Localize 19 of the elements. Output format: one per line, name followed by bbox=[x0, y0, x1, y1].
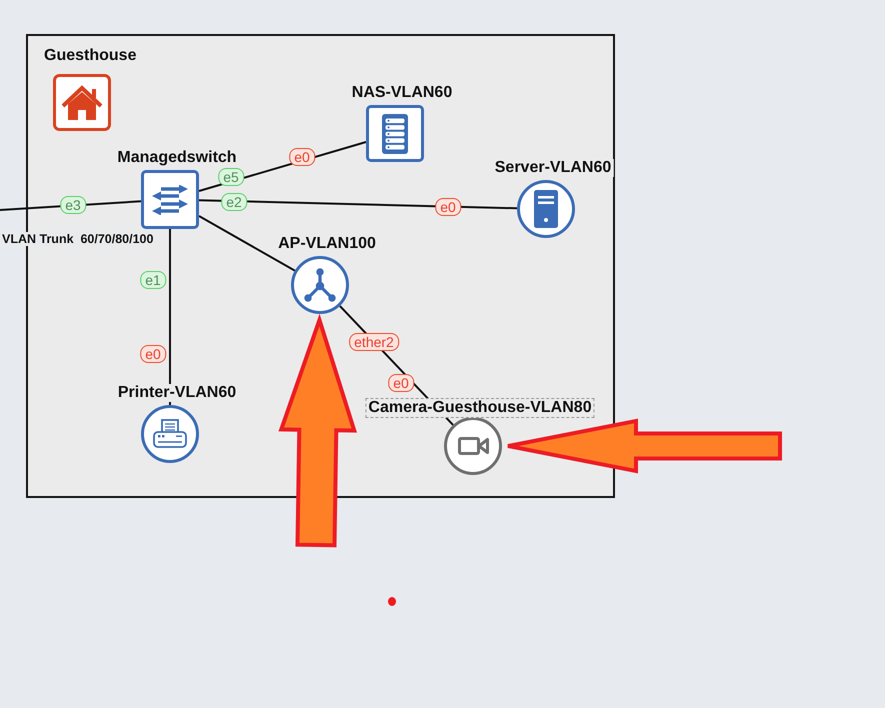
port-tag: e0 bbox=[289, 148, 315, 166]
block-arrow bbox=[278, 314, 357, 548]
device-label: Server-VLAN60 bbox=[492, 159, 614, 177]
edge-label: VLAN Trunk 60/70/80/100 bbox=[2, 232, 154, 246]
port-tag: e2 bbox=[221, 193, 247, 211]
port-tag: e1 bbox=[140, 271, 166, 289]
port-tag: ether2 bbox=[349, 333, 399, 351]
device-label: Camera-Guesthouse-VLAN80 bbox=[365, 398, 595, 418]
device-label: Printer-VLAN60 bbox=[116, 384, 238, 402]
port-tag: e0 bbox=[435, 198, 461, 216]
port-tag: e5 bbox=[218, 168, 244, 186]
device-label: Managedswitch bbox=[115, 149, 239, 167]
port-tag: e0 bbox=[388, 374, 414, 392]
connector-line bbox=[198, 215, 296, 272]
group-title: Guesthouse bbox=[44, 47, 136, 65]
block-arrow bbox=[506, 418, 782, 474]
port-tag: e3 bbox=[60, 196, 86, 214]
port-tag: e0 bbox=[140, 345, 166, 363]
connector-line bbox=[169, 229, 171, 405]
